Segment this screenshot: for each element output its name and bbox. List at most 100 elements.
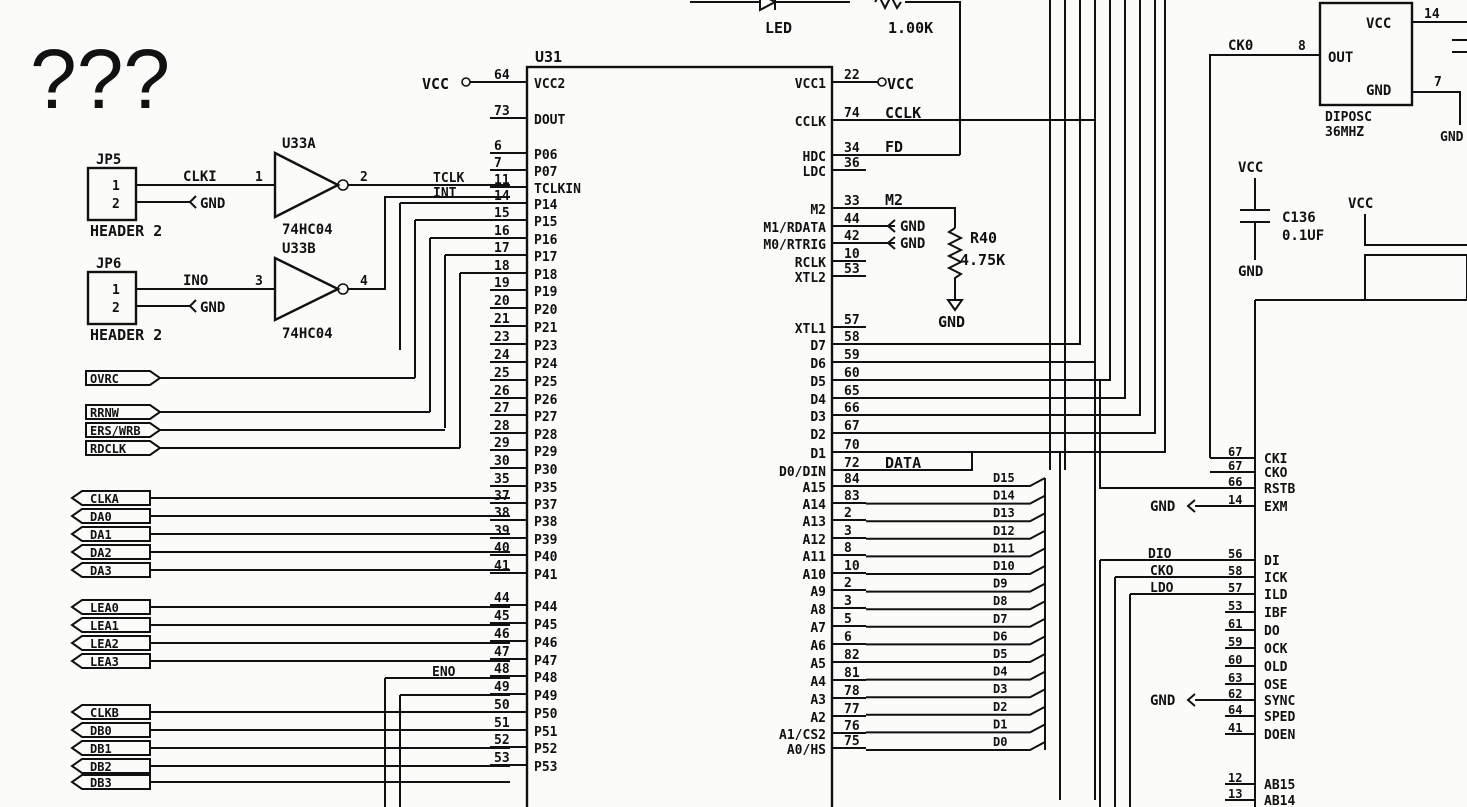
port-tag [70, 722, 151, 738]
u31-right-pin-name: A12 [803, 533, 826, 548]
bus-label: D2 [993, 700, 1007, 714]
u31-right-pin-num: 70 [844, 438, 860, 453]
right-pin-num: 67 [1228, 445, 1242, 459]
right-pin-name: SYNC [1264, 694, 1295, 709]
u31-left-pin-num: 30 [494, 454, 510, 469]
u31-right-pin-num: 44 [844, 212, 860, 227]
u31-right-pin-name: A11 [803, 550, 827, 565]
vcc-nets: VCC VCC [422, 75, 914, 93]
u31-left-pin-name: P48 [534, 671, 558, 686]
u31-left-pin-num: 45 [494, 609, 510, 624]
right-pin-num: 66 [1228, 475, 1242, 489]
port-tag [70, 562, 151, 578]
u31-right-pin-name: A0/HS [787, 743, 826, 758]
u31-left-pin-num: 46 [494, 627, 510, 642]
bus-label: D5 [993, 647, 1007, 661]
u31-left-pin-num: 49 [494, 680, 510, 695]
u31-left-pin-num: 41 [494, 559, 510, 574]
u31-right-pin-num: 81 [844, 666, 860, 681]
r40-ref: R40 [970, 229, 997, 247]
dio-label: DIO [1148, 547, 1172, 562]
u31-right-pin-name: A2 [810, 711, 826, 726]
cap-vcc2: VCC [1348, 196, 1373, 212]
bus-label: D11 [993, 541, 1015, 555]
data-line [866, 0, 1111, 381]
u31-right-pin-name: A10 [803, 568, 827, 583]
u33a-value: 74HC04 [282, 222, 333, 238]
port-tag [70, 653, 151, 669]
right-chip-nets: DIO CKO LDO GND GND [1099, 499, 1225, 807]
right-pin-name: DI [1264, 554, 1280, 569]
cap-vcc: VCC [1238, 160, 1263, 176]
u31-left-pin-name: P18 [534, 268, 558, 283]
u31-right-pin-name: A15 [803, 481, 826, 496]
u31-right-pin-name: A3 [810, 693, 826, 708]
u33b-value: 74HC04 [282, 326, 333, 342]
m1-gnd-label: GND [900, 219, 925, 235]
u33a-inverter: U33A 74HC04 1 2 TCLK [255, 136, 510, 238]
u31-left-pin-name: P41 [534, 568, 558, 583]
bus-label: D3 [993, 682, 1007, 696]
bus-label: D6 [993, 629, 1007, 643]
u31-left-pin-name: P06 [534, 148, 558, 163]
u31-right-pin-num: 75 [844, 734, 860, 749]
addr-line [866, 565, 1046, 575]
config-nets: CCLK FD M2 R40 4.75K GND GND GND DATA [866, 104, 1096, 800]
right-pin-name: OSE [1264, 678, 1287, 693]
u31-left-pin-num: 64 [494, 68, 510, 83]
osc-ref: DIPOSC [1325, 110, 1372, 125]
u31-right-pin-num: 77 [844, 702, 860, 717]
u31-right-pin-num: 67 [844, 419, 860, 434]
u31-right-pin-num: 83 [844, 489, 860, 504]
u31-left-pin-num: 50 [494, 698, 510, 713]
bus-label: D8 [993, 594, 1007, 608]
right-pin-num: 14 [1228, 493, 1242, 507]
port-label: DB2 [90, 760, 112, 774]
u31-right-pin-name: D6 [810, 357, 826, 372]
u31-left-pin-num: 18 [494, 259, 510, 274]
addr-line [866, 670, 1046, 681]
right-pin-name: AB14 [1264, 794, 1295, 807]
u31-right-pin-num: 78 [844, 684, 860, 699]
port-label: DA1 [90, 528, 112, 542]
capacitor-c136: VCC C136 0.1UF GND VCC [1238, 160, 1467, 807]
u31-right-pin-num: 53 [844, 262, 860, 277]
led-label: LED [765, 19, 792, 37]
addr-line [866, 529, 1046, 540]
int-label: INT [433, 186, 457, 201]
u31-left-pin-num: 23 [494, 330, 510, 345]
addr-line [866, 705, 1046, 716]
addr-line [866, 547, 1046, 558]
u31-right-pin-name: D4 [810, 393, 826, 408]
osc-vcc-pin-name: VCC [1366, 16, 1391, 32]
u31-right-pin-name: A8 [810, 603, 826, 618]
bus-label: D14 [993, 489, 1015, 503]
u33a-in-pin: 1 [255, 170, 263, 185]
cap-gnd: GND [1238, 264, 1263, 280]
u31-left-pin-name: TCLKIN [534, 182, 581, 197]
u31-left-pin-name: P24 [534, 357, 558, 372]
u31-left-pin-name: P38 [534, 515, 558, 530]
u31-right-pin-num: 6 [844, 630, 852, 645]
u31-left-pin-name: P30 [534, 463, 558, 478]
addr-line [866, 512, 1046, 523]
addr-line [866, 741, 1046, 751]
jp5-value: HEADER 2 [90, 222, 162, 240]
u31-left-pin-num: 26 [494, 384, 510, 399]
u31-left-pin-name: P15 [534, 215, 557, 230]
right-pin-num: 61 [1228, 617, 1242, 631]
u31-right-pin-num: 22 [844, 68, 860, 83]
bus-label: D9 [993, 577, 1007, 591]
right-pin-num: 67 [1228, 459, 1242, 473]
tclk-label: TCLK [433, 171, 464, 186]
u31-right-pin-name: D5 [810, 375, 826, 390]
right-pin-num: 12 [1228, 771, 1242, 785]
addr-line [866, 617, 1046, 628]
cko-label: CKO [1150, 564, 1174, 579]
u31-right-pin-num: 65 [844, 384, 860, 399]
u31-left-pin-name: P20 [534, 303, 558, 318]
u31-right-pin-num: 42 [844, 229, 860, 244]
port-label: LEA2 [90, 637, 119, 651]
